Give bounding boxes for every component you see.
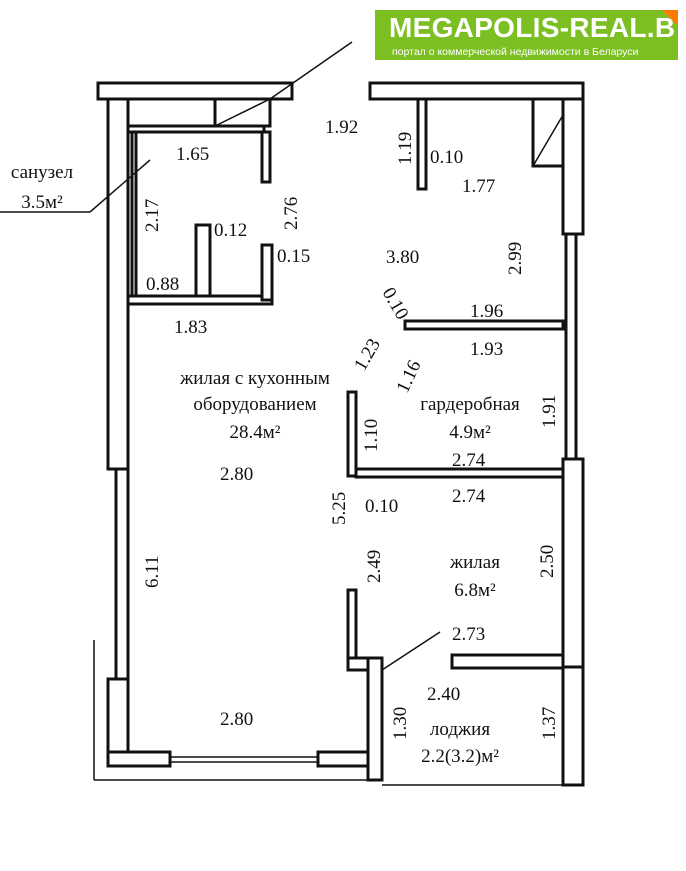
living-name-line1: жилая с кухонным bbox=[179, 368, 330, 389]
dim-label: 2.50 bbox=[537, 545, 558, 578]
bathroom-name: санузел bbox=[11, 162, 74, 183]
dim-label: 1.83 bbox=[174, 317, 207, 338]
dim-label: 1.37 bbox=[539, 707, 560, 740]
logo-tagline: портал о коммерческой недвижимости в Бел… bbox=[392, 46, 639, 58]
dim-label: 0.10 bbox=[378, 284, 413, 323]
dim-label: 1.91 bbox=[539, 395, 560, 428]
dim-label: 2.17 bbox=[142, 199, 163, 232]
dim-label: 2.80 bbox=[220, 709, 253, 730]
dim-label: 2.49 bbox=[364, 550, 385, 583]
dim-label: 2.74 bbox=[452, 486, 486, 507]
dim-label: 0.10 bbox=[430, 147, 463, 168]
dim-label: 1.19 bbox=[395, 132, 416, 165]
logo-brand: MEGAPOLIS-REAL.BY bbox=[389, 12, 686, 43]
dim-label: 5.25 bbox=[329, 492, 350, 525]
dim-label: 1.10 bbox=[361, 419, 382, 452]
logo-corner-fold bbox=[662, 10, 678, 26]
loggia-name: лоджия bbox=[430, 719, 490, 740]
dim-label: 0.10 bbox=[365, 496, 398, 517]
dim-label: 0.12 bbox=[214, 220, 247, 241]
dim-label: 1.96 bbox=[470, 301, 503, 322]
dim-label: 2.73 bbox=[452, 624, 485, 645]
dim-label: 3.80 bbox=[386, 247, 419, 268]
wardrobe-area: 4.9м² bbox=[449, 422, 491, 443]
dim-label: 1.77 bbox=[462, 176, 495, 197]
dim-label: 1.92 bbox=[325, 117, 358, 138]
dimension-labels: 1.92 1.65 1.19 0.10 1.77 2.17 2.76 0.12 … bbox=[142, 117, 560, 740]
dim-label: 2.40 bbox=[427, 684, 460, 705]
dim-label: 1.23 bbox=[350, 335, 385, 374]
living-name-line2: оборудованием bbox=[193, 394, 316, 415]
bedroom-name: жилая bbox=[449, 552, 500, 573]
dim-label: 0.15 bbox=[277, 246, 310, 267]
dim-label: 1.30 bbox=[390, 707, 411, 740]
dim-label: 2.80 bbox=[220, 464, 253, 485]
dim-label: 6.11 bbox=[142, 555, 163, 588]
dim-label: 2.76 bbox=[281, 197, 302, 230]
dim-label: 1.93 bbox=[470, 339, 503, 360]
bathroom-area: 3.5м² bbox=[21, 192, 63, 213]
site-logo: MEGAPOLIS-REAL.BY портал о коммерческой … bbox=[375, 10, 686, 60]
dim-label: 0.88 bbox=[146, 274, 179, 295]
dim-label: 2.74 bbox=[452, 450, 486, 471]
wardrobe-name: гардеробная bbox=[420, 394, 520, 415]
living-area: 28.4м² bbox=[230, 422, 281, 443]
walls bbox=[0, 41, 585, 787]
dim-label: 1.65 bbox=[176, 144, 209, 165]
dim-label: 2.99 bbox=[505, 242, 526, 275]
dim-label: 1.16 bbox=[392, 357, 425, 396]
bedroom-area: 6.8м² bbox=[454, 580, 496, 601]
loggia-area: 2.2(3.2)м² bbox=[421, 746, 499, 767]
